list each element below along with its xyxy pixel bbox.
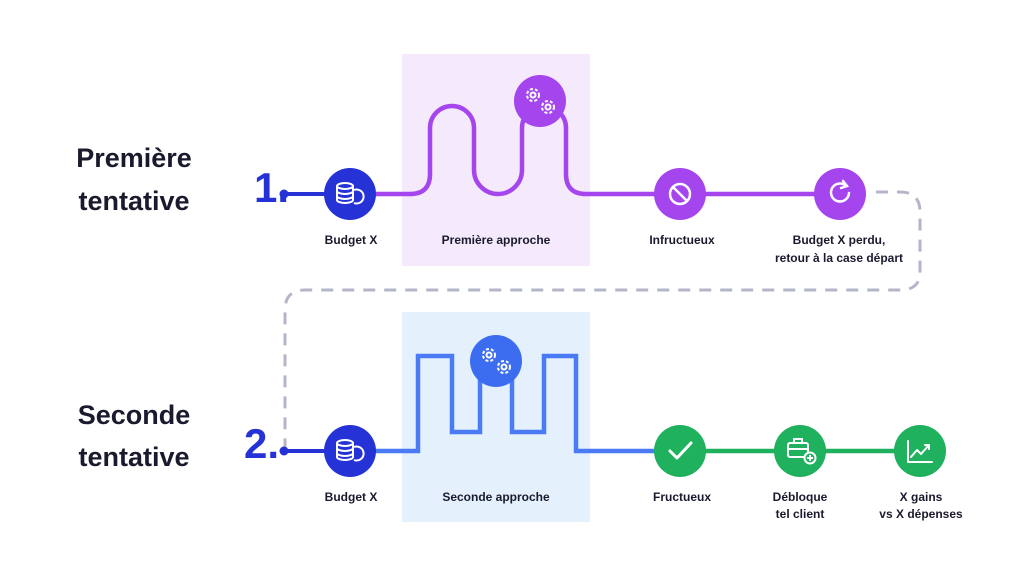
prohibited-icon [668, 182, 692, 206]
coin-stack-icon [336, 182, 365, 205]
attempt2-step4-label-line1: Débloque [773, 490, 828, 504]
briefcase-plus-icon [787, 438, 817, 465]
restart-icon [829, 179, 851, 203]
attempt2-title-line1: Seconde [78, 400, 191, 430]
attempt2-title-line2: tentative [78, 442, 189, 472]
attempt1-first-approach-path [367, 103, 663, 197]
attempt2-success-node [654, 425, 706, 477]
attempt1-step3-label: Infructueux [649, 233, 715, 247]
attempt2-number: 2. [244, 420, 279, 467]
attempt1-restart-node [814, 168, 866, 220]
attempt2-step2-label: Seconde approche [442, 490, 550, 504]
attempt1-step4-label-line2: retour à la case départ [775, 251, 903, 265]
retry-dashed-connector [283, 190, 922, 450]
attempt1-gears-node [514, 75, 566, 127]
attempt2-step1-label: Budget X [325, 490, 378, 504]
attempt1-step1-label: Budget X [325, 233, 378, 247]
attempt1-budget-node [324, 168, 376, 220]
coin-stack-icon [336, 439, 365, 462]
attempt1-step2-label: Première approche [442, 233, 551, 247]
attempt1-title-line1: Première [76, 143, 192, 173]
checkmark-icon [668, 441, 693, 460]
growth-chart-icon [907, 440, 933, 463]
attempt2-start-dot [279, 446, 289, 456]
attempt2-gears-node [470, 335, 522, 387]
attempt2-step4-label-line2: tel client [776, 507, 825, 521]
gears-icon [526, 88, 555, 114]
attempt1-title-line2: tentative [78, 186, 189, 216]
attempt1-failure-node [654, 168, 706, 220]
attempt2-budget-node [324, 425, 376, 477]
attempt2-step5-label-line2: vs X dépenses [879, 507, 963, 521]
attempt1-step4-label-line1: Budget X perdu, [793, 233, 886, 247]
attempt2-step3-label: Fructueux [653, 490, 711, 504]
attempt2-client-node [774, 425, 826, 477]
attempt1-number: 1. [254, 164, 289, 211]
attempt2-gains-node [894, 425, 946, 477]
attempt2-step5-label-line1: X gains [900, 490, 943, 504]
gears-icon [482, 348, 511, 374]
attempt1-start-dot [279, 189, 289, 199]
